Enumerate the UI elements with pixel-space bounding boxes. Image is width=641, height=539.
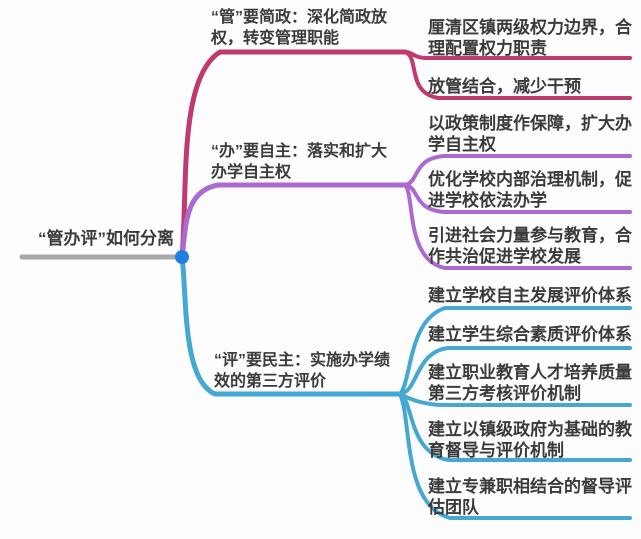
- branch-ping-child1-line: [398, 306, 632, 396]
- branch-ban-child3-label[interactable]: 引进社会力量参与教育，合作共治促进学校发展: [428, 226, 632, 266]
- branch-ping-child2-line: [398, 346, 632, 396]
- branch-ping-child4-label[interactable]: 建立以镇级政府为基础的教育督导与评价机制: [428, 420, 632, 460]
- branch-ping-child2-label[interactable]: 建立学生综合素质评价体系: [428, 325, 632, 344]
- branch-ban-child1-line: [403, 154, 632, 187]
- branch-ban-child2-line: [403, 183, 632, 214]
- root-node-label[interactable]: “管办评”如何分离: [38, 229, 174, 248]
- branch-ping-child1-label[interactable]: 建立学校自主发展评价体系: [428, 286, 632, 305]
- branch-guan-child1-label[interactable]: 厘清区镇两级权力边界，合理配置权力职责: [428, 18, 632, 58]
- branch-ban-child2-label[interactable]: 优化学校内部治理机制，促进学校依法办学: [428, 170, 632, 210]
- branch-ping-line: [179, 254, 403, 397]
- branch-ban-child3-line: [403, 183, 632, 270]
- branch-ban-label[interactable]: “办”要自主：落实和扩大办学自主权: [211, 143, 388, 181]
- branch-ping-child3-label[interactable]: 建立职业教育人才培养质量第三方考核评价机制: [428, 363, 632, 403]
- root-junction-dot: [175, 250, 189, 264]
- branch-ping-label[interactable]: “评”要民主：实施办学绩效的第三方评价: [214, 352, 391, 390]
- branch-guan-child2-line: [403, 50, 632, 100]
- branch-guan-child2-label[interactable]: 放管结合，减少干预: [428, 77, 581, 96]
- branch-ping-child4-line: [398, 392, 632, 462]
- branch-ban-line: [179, 182, 408, 260]
- branch-ping-child5-line: [398, 392, 632, 520]
- branch-ban-child1-label[interactable]: 以政策制度作保障，扩大办学自主权: [428, 114, 632, 154]
- branch-ping-child5-label[interactable]: 建立专兼职相结合的督导评估团队: [428, 477, 632, 517]
- branch-guan-label[interactable]: “管”要简政：深化简政放权，转变管理职能: [211, 9, 388, 47]
